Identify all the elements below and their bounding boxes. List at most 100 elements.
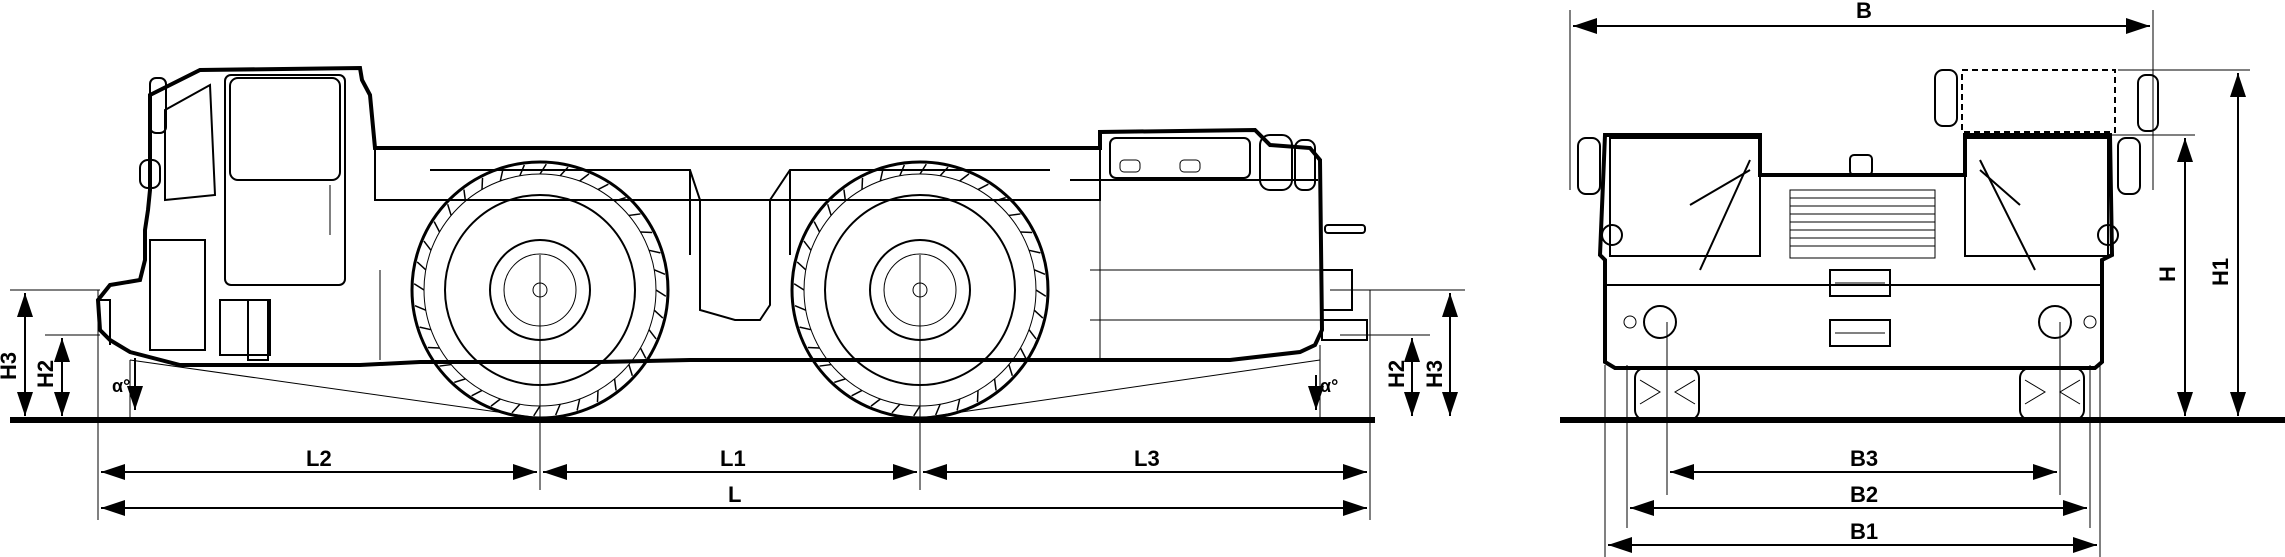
- mirror-left: [149, 77, 167, 134]
- tread-mark: [579, 173, 590, 182]
- tread-mark: [463, 189, 467, 202]
- tread-mark: [481, 177, 484, 190]
- tread-mark: [596, 390, 599, 403]
- tread-mark: [439, 363, 452, 367]
- h1-label: H1: [2208, 258, 2233, 286]
- front-tyre-right: [2019, 367, 2085, 421]
- tread-mark: [793, 283, 805, 291]
- tread-mark: [446, 204, 452, 216]
- tread-mark: [653, 269, 666, 276]
- h3-left-label: H3: [0, 352, 21, 380]
- cab-window: [229, 77, 341, 181]
- tread-mark: [416, 261, 427, 271]
- tread-mark: [427, 346, 440, 349]
- tread-mark: [919, 163, 927, 175]
- front-grille: [1789, 189, 1936, 259]
- tread-mark: [554, 403, 561, 416]
- tread-mark: [794, 304, 807, 311]
- alpha-front-label: α°: [112, 376, 130, 396]
- front-mirror-left: [1577, 137, 1601, 195]
- tread-mark: [655, 289, 667, 297]
- tread-mark: [639, 347, 647, 359]
- tread-mark: [419, 326, 432, 331]
- b2-label: B2: [1850, 482, 1878, 507]
- tread-mark: [539, 163, 547, 175]
- h2-left-label: H2: [33, 360, 58, 388]
- tread-mark: [807, 346, 820, 349]
- tread-mark: [891, 403, 901, 414]
- tread-mark: [533, 405, 541, 417]
- front-view: B B3 B2 B1 H H1: [1569, 0, 2250, 557]
- tread-mark: [799, 326, 812, 331]
- tread-mark: [819, 363, 832, 367]
- tread-mark: [628, 364, 634, 376]
- tread-mark: [653, 309, 664, 319]
- tread-mark: [959, 173, 970, 182]
- tread-mark: [433, 221, 441, 233]
- tread-mark: [1020, 231, 1033, 234]
- tread-mark: [861, 177, 864, 190]
- tread-mark: [414, 304, 427, 311]
- tread-mark: [576, 398, 581, 411]
- tread-mark: [870, 398, 881, 407]
- tread-mark: [614, 196, 626, 202]
- tread-mark: [956, 398, 961, 411]
- side-body-outline: [95, 65, 1325, 367]
- tread-mark: [994, 196, 1006, 202]
- tread-mark: [813, 221, 821, 233]
- cab-door: [224, 74, 346, 286]
- l-label: L: [728, 482, 741, 507]
- tread-mark: [628, 213, 641, 217]
- tread-mark: [648, 329, 657, 340]
- tread-mark: [879, 169, 884, 182]
- tread-mark: [939, 166, 949, 177]
- tread-mark: [851, 389, 863, 397]
- side-wheel-front: [410, 160, 670, 420]
- tread-mark: [640, 231, 653, 234]
- tread-mark: [1008, 213, 1021, 217]
- tread-mark: [1035, 289, 1047, 297]
- b1-label: B1: [1850, 519, 1878, 544]
- tread-mark: [993, 378, 997, 391]
- tread-mark: [597, 183, 609, 191]
- tread-mark: [1033, 269, 1046, 276]
- b-label: B: [1856, 0, 1872, 23]
- tread-mark: [519, 164, 526, 177]
- tread-mark: [1028, 249, 1041, 254]
- h3-right-label: H3: [1422, 360, 1447, 388]
- tread-mark: [423, 240, 432, 251]
- tread-mark: [899, 164, 906, 177]
- l2-label: L2: [306, 446, 332, 471]
- tread-mark: [454, 378, 466, 384]
- tread-mark: [613, 378, 617, 391]
- tread-mark: [413, 283, 425, 291]
- b3-label: B3: [1850, 446, 1878, 471]
- tread-mark: [977, 183, 989, 191]
- tread-mark: [976, 390, 979, 403]
- tread-mark: [826, 204, 832, 216]
- h2-right-label: H2: [1384, 360, 1409, 388]
- rear-box: [1109, 137, 1251, 179]
- front-light-left: [1601, 224, 1623, 246]
- front-light-right: [2097, 224, 2119, 246]
- side-view: α° α° H3 H2 H2 H3 L2 L1 L3 L: [0, 65, 1465, 520]
- l3-label: L3: [1134, 446, 1160, 471]
- tread-mark: [843, 189, 847, 202]
- tread-mark: [1033, 309, 1044, 319]
- tread-mark: [934, 403, 941, 416]
- tread-mark: [648, 249, 661, 254]
- alpha-rear-label: α°: [1320, 376, 1338, 396]
- tread-mark: [796, 261, 807, 271]
- tread-mark: [559, 166, 569, 177]
- tread-mark: [471, 389, 483, 397]
- tread-mark: [511, 403, 521, 414]
- h-label: H: [2155, 266, 2180, 282]
- tread-mark: [913, 405, 921, 417]
- tread-mark: [499, 169, 504, 182]
- tread-mark: [490, 398, 501, 407]
- l1-label: L1: [720, 446, 746, 471]
- tread-mark: [1008, 364, 1014, 376]
- front-mirror-right: [2117, 137, 2141, 195]
- tread-mark: [1019, 347, 1027, 359]
